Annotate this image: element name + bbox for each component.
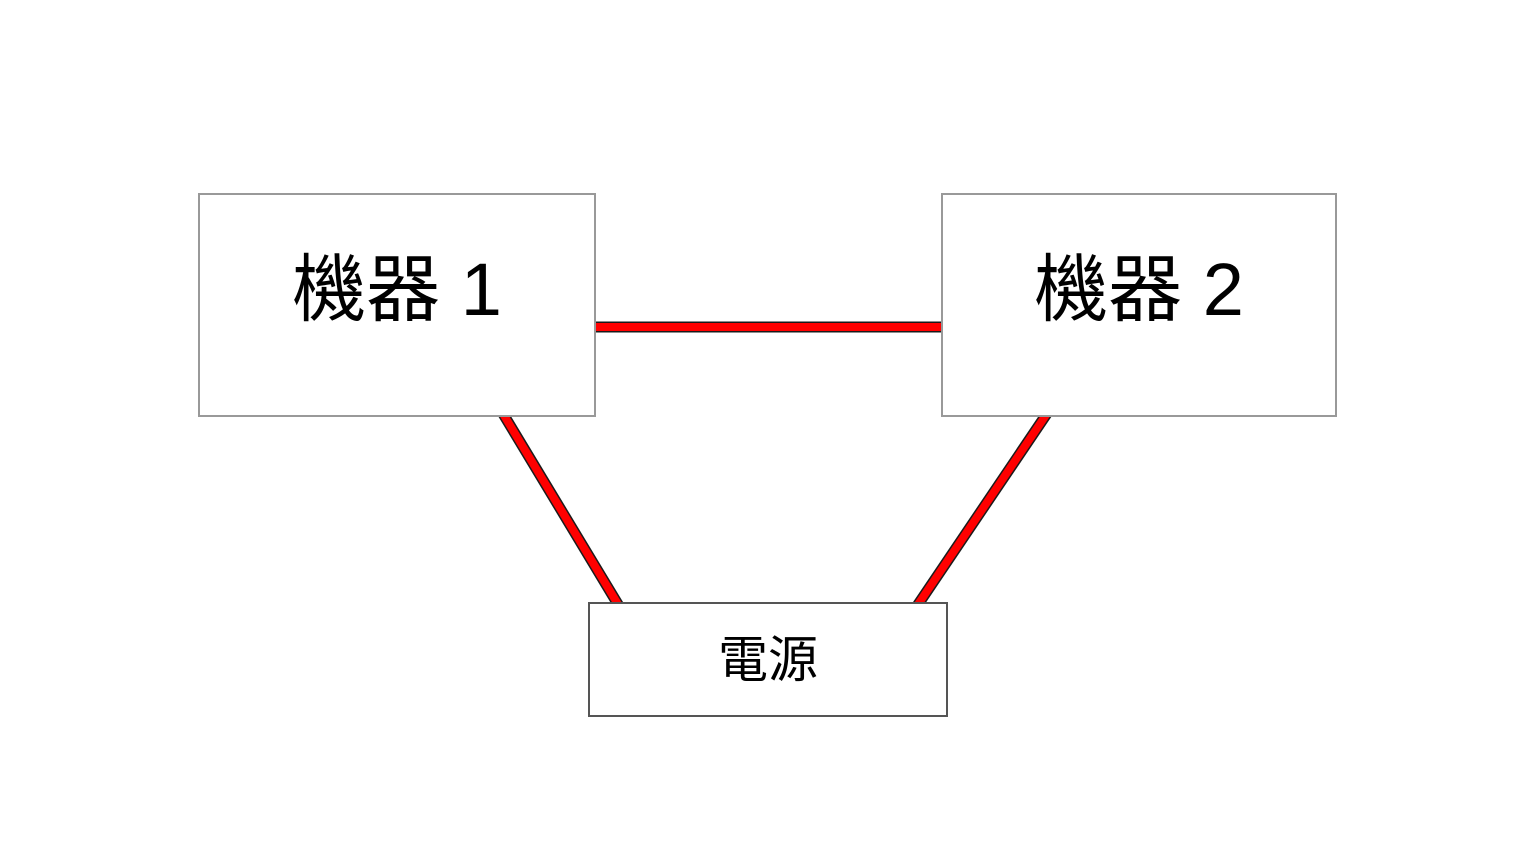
node-device2-label: 機器 2 xyxy=(1034,248,1244,331)
connector-device2-power xyxy=(912,408,1053,610)
node-power-label: 電源 xyxy=(718,631,818,688)
connector-device1-power xyxy=(497,409,624,609)
node-power: 電源 xyxy=(588,602,948,717)
node-device1-label: 機器 1 xyxy=(292,248,502,331)
node-device1: 機器 1 xyxy=(198,193,596,417)
node-device2: 機器 2 xyxy=(941,193,1337,417)
